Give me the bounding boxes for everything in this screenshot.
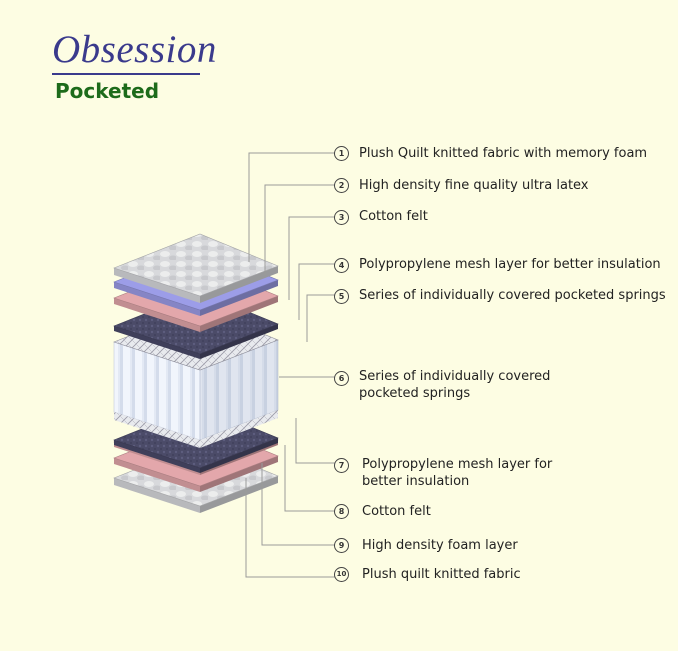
layer-6-spring-block bbox=[113, 307, 279, 448]
layer-label: Series of individually covered pocketed … bbox=[359, 288, 666, 303]
layer-number-badge: 7 bbox=[334, 458, 349, 473]
layer-label: Cotton felt bbox=[359, 209, 428, 224]
layer-number-badge: 10 bbox=[334, 567, 349, 582]
layer-number-badge: 5 bbox=[334, 289, 349, 304]
leader-line-9 bbox=[261, 463, 335, 546]
layer-label: Cotton felt bbox=[362, 504, 431, 519]
leader-line-5 bbox=[306, 294, 335, 342]
leader-line-8 bbox=[284, 445, 335, 512]
leader-line-10 bbox=[245, 478, 335, 578]
layer-2-quilt bbox=[113, 233, 279, 303]
layer-number-badge: 2 bbox=[334, 178, 349, 193]
layer-label: Polypropylene mesh layer for better insu… bbox=[359, 257, 661, 272]
layer-number-badge: 9 bbox=[334, 538, 349, 553]
layer-label: Polypropylene mesh layer for better insu… bbox=[362, 457, 553, 489]
layer-label: Plush quilt knitted fabric bbox=[362, 567, 521, 582]
layer-number-badge: 6 bbox=[334, 371, 349, 386]
leader-line-2 bbox=[264, 184, 335, 275]
layer-number-badge: 1 bbox=[334, 146, 349, 161]
brand-subtitle: Pocketed bbox=[55, 79, 160, 103]
layer-number-badge: 8 bbox=[334, 504, 349, 519]
leader-line-3 bbox=[288, 216, 335, 300]
layer-label: High density foam layer bbox=[362, 538, 518, 553]
brand-title: Obsession bbox=[52, 28, 217, 71]
layer-label: Series of individually covered pocketed … bbox=[359, 369, 551, 401]
layer-label: Plush Quilt knitted fabric with memory f… bbox=[359, 146, 648, 161]
leader-line-4 bbox=[298, 263, 335, 320]
leader-line-7 bbox=[295, 418, 335, 464]
layer-label: High density fine quality ultra latex bbox=[359, 178, 589, 193]
layer-number-badge: 3 bbox=[334, 210, 349, 225]
brand-underline bbox=[52, 73, 200, 75]
leader-line-1 bbox=[248, 152, 335, 262]
layer-number-badge: 4 bbox=[334, 258, 349, 273]
